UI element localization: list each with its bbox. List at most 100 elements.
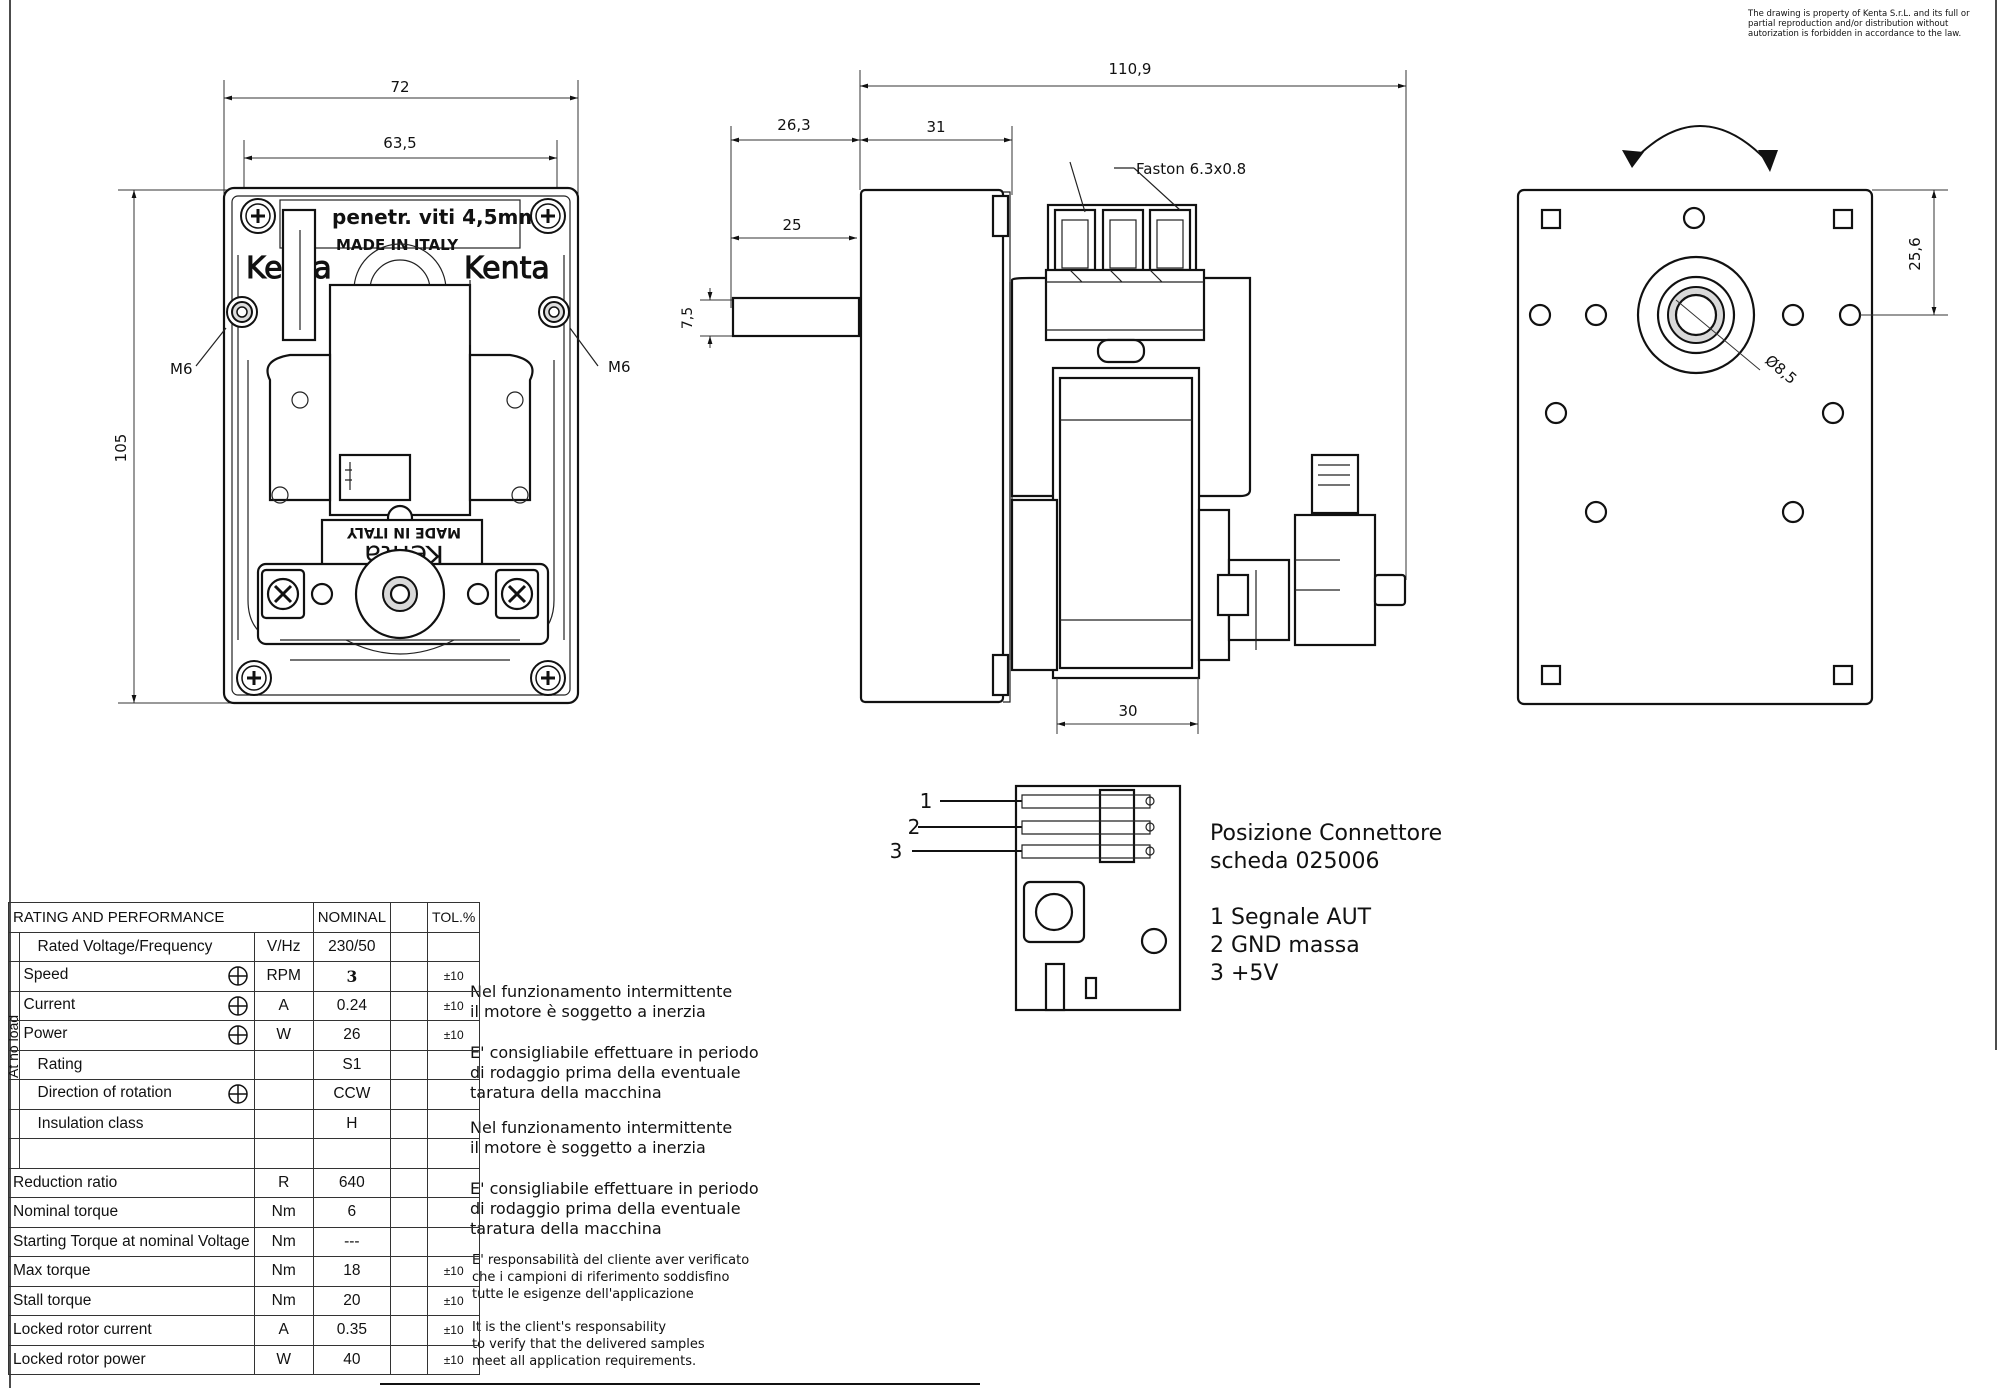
connector-title-line2: scheda 025006	[1210, 849, 1379, 874]
test-symbol-icon	[227, 966, 248, 986]
row-unit: V/Hz	[253, 931, 314, 962]
m6-label-right: M6	[608, 358, 631, 376]
row-name: Rated Voltage/Frequency	[18, 931, 255, 962]
row-name: Direction of rotation	[37, 1084, 172, 1102]
row-tol	[427, 1138, 481, 1169]
row-name: Max torque	[8, 1256, 255, 1287]
row-name: Reduction ratio	[8, 1167, 255, 1198]
table-row: Max torque Nm 18 ±10	[8, 1256, 481, 1287]
table-row: Rating S1	[8, 1049, 481, 1080]
row-unit: Nm	[253, 1197, 314, 1228]
dim-offset: 25,6	[1906, 237, 1924, 270]
dim-total: 110,9	[1109, 60, 1152, 78]
screw-label: penetr. viti 4,5mm	[332, 205, 539, 229]
table-row: Starting Torque at nominal Voltage Nm --…	[8, 1226, 481, 1257]
row-name: Stall torque	[8, 1285, 255, 1316]
row-unit: Nm	[253, 1285, 314, 1316]
row-value: CCW	[312, 1079, 392, 1110]
row-unit: A	[253, 990, 314, 1021]
row-value: 0.35	[312, 1315, 392, 1346]
made-in-italy-label: MADE IN ITALY	[336, 236, 459, 254]
row-name: Current	[23, 995, 76, 1013]
table-row: Current A 0.24 ±10	[8, 990, 481, 1021]
table-row: Nominal torque Nm 6	[8, 1197, 481, 1228]
row-unit: Nm	[253, 1226, 314, 1257]
row-name: Rating	[18, 1049, 255, 1080]
connector-legend-3: 3 +5V	[1210, 961, 1278, 986]
row-value: 640	[312, 1167, 392, 1198]
rating-performance-table: RATING AND PERFORMANCE NOMINAL TOL.% Rat…	[8, 902, 481, 1375]
side-view: 110,9 26,3 31 25 7,5	[680, 60, 1407, 734]
faston-label: Faston 6.3x0.8	[1136, 160, 1246, 178]
row-name: Starting Torque at nominal Voltage	[8, 1226, 255, 1257]
row-name	[18, 1138, 255, 1169]
connector-legend-2: 2 GND massa	[1210, 933, 1360, 958]
row-value: ---	[312, 1226, 392, 1257]
m6-hole-left	[226, 296, 258, 328]
test-symbol-icon	[227, 1084, 248, 1104]
connector-legend-1: 1 Segnale AUT	[1210, 905, 1372, 930]
row-unit	[253, 1079, 314, 1110]
tol-header: TOL.%	[427, 902, 481, 933]
row-value: 3	[312, 961, 392, 992]
note-run-in-1: E' consigliabile effettuare in periodo d…	[470, 1043, 759, 1102]
test-symbol-icon	[227, 996, 248, 1016]
m6-label-left: M6	[170, 360, 193, 378]
nominal-header: NOMINAL	[312, 902, 392, 933]
row-value: 26	[312, 1020, 392, 1051]
motor-made-label: MADE IN ITALY	[346, 524, 461, 540]
note-client-it: E' responsabilità del cliente aver verif…	[472, 1253, 750, 1302]
row-unit: Nm	[253, 1256, 314, 1287]
connector-title-line1: Posizione Connettore	[1210, 821, 1442, 846]
row-unit	[253, 1138, 314, 1169]
table-row: Insulation class H	[8, 1108, 481, 1139]
row-unit	[253, 1049, 314, 1080]
row-value: 0.24	[312, 990, 392, 1021]
row-tol	[427, 931, 481, 962]
dim-shaft-inner: 25	[782, 216, 801, 234]
front-view: 72 63,5 105 penetr. viti 4,5mm MADE IN I…	[112, 78, 631, 705]
row-value: H	[312, 1108, 392, 1139]
row-value: 18	[312, 1256, 392, 1287]
table-row: Locked rotor power W 40 ±10	[8, 1344, 481, 1375]
table-row: Locked rotor current A 0.35 ±10	[8, 1315, 481, 1346]
row-tol: ±10	[427, 1344, 481, 1375]
table-header: RATING AND PERFORMANCE NOMINAL TOL.%	[8, 902, 481, 933]
copyright-note: The drawing is property of Kenta S.r.L. …	[1748, 9, 1970, 39]
dim-motor: 30	[1118, 702, 1137, 720]
row-name: Insulation class	[18, 1108, 255, 1139]
row-tol: ±10	[427, 1020, 481, 1051]
row-tol	[427, 1167, 481, 1198]
dim-shaft: 26,3	[777, 116, 810, 134]
row-value	[312, 1138, 392, 1169]
dim-width-outer: 72	[390, 78, 409, 96]
dim-gearbox: 31	[926, 118, 945, 136]
pin-1: 1	[920, 789, 933, 813]
pin-3: 3	[890, 839, 903, 863]
row-tol: ±10	[427, 961, 481, 992]
row-value: 6	[312, 1197, 392, 1228]
table-title: RATING AND PERFORMANCE	[8, 902, 314, 933]
table-row: Rated Voltage/Frequency V/Hz 230/50	[8, 931, 481, 962]
row-tol	[427, 1108, 481, 1139]
rear-view: Ø8,5 25,6	[1516, 125, 1948, 706]
dim-width-inner: 63,5	[383, 134, 416, 152]
table-row: Power W 26 ±10	[8, 1020, 481, 1051]
row-tol: ±10	[427, 990, 481, 1021]
connector-diagram: 1 2 3 Posizione Connettore scheda 025006…	[890, 784, 1442, 1012]
row-tol	[427, 1049, 481, 1080]
row-tol: ±10	[427, 1256, 481, 1287]
note-inertia-2: Nel funzionamento intermittente il motor…	[470, 1118, 733, 1157]
dim-shaft-dia: 7,5	[680, 307, 696, 329]
test-symbol-icon	[227, 1025, 248, 1045]
row-value: S1	[312, 1049, 392, 1080]
row-unit: RPM	[253, 961, 314, 992]
m6-hole-right	[538, 296, 570, 328]
table-row: Speed RPM 3 ±10	[8, 961, 481, 992]
row-unit: A	[253, 1315, 314, 1346]
table-row: Direction of rotation CCW	[8, 1079, 481, 1110]
note-inertia-1: Nel funzionamento intermittente il motor…	[470, 982, 733, 1021]
pin-2: 2	[908, 815, 921, 839]
brand-right: Kenta	[464, 251, 550, 286]
